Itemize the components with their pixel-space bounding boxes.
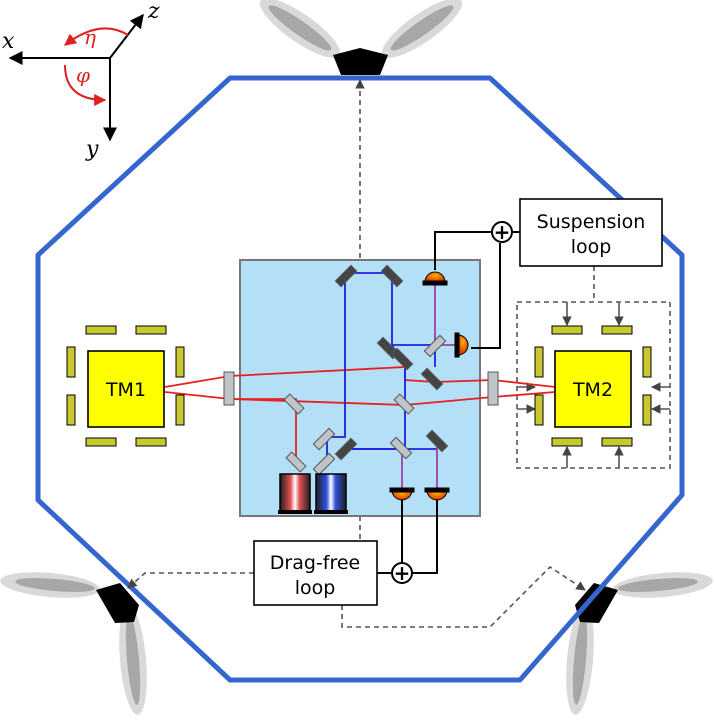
phi-label: φ	[76, 63, 90, 87]
photodetectors	[389, 271, 469, 501]
optical-bench	[239, 259, 481, 517]
suspension-loop-box: Suspension loop	[519, 198, 663, 267]
svg-text:+: +	[494, 220, 511, 244]
y-axis-label: y	[85, 137, 99, 162]
eta-label: η	[84, 25, 96, 49]
dragfree-summing-junction: +	[391, 561, 413, 585]
suspension-actuation-arrows	[517, 302, 670, 468]
thruster-left	[0, 572, 147, 715]
optical-components	[223, 264, 499, 476]
test-mass-1: TM1	[66, 325, 185, 447]
tm1-label: TM1	[105, 379, 146, 401]
test-mass-2: TM2	[534, 325, 652, 447]
signal-wires	[377, 231, 520, 574]
control-signal-lines	[127, 79, 595, 628]
spacecraft-outline	[35, 75, 685, 683]
z-axis-label: z	[147, 0, 160, 24]
coordinate-axes: x y z η φ	[2, 0, 160, 162]
dragfree-loop-label-1: Drag-free	[270, 552, 360, 574]
thruster-top	[259, 0, 463, 75]
suspension-summing-junction: +	[491, 220, 513, 244]
dragfree-loop-box: Drag-free loop	[253, 540, 378, 606]
suspension-loop-label-2: loop	[571, 236, 612, 258]
suspension-actuator-box	[516, 301, 671, 469]
tm2-label: TM2	[572, 379, 613, 401]
x-axis-label: x	[2, 29, 15, 54]
laser-sources	[278, 473, 348, 514]
suspension-loop-label-1: Suspension	[537, 211, 646, 233]
svg-text:+: +	[394, 561, 411, 585]
dragfree-loop-label-2: loop	[295, 577, 336, 599]
thruster-right	[566, 572, 713, 715]
